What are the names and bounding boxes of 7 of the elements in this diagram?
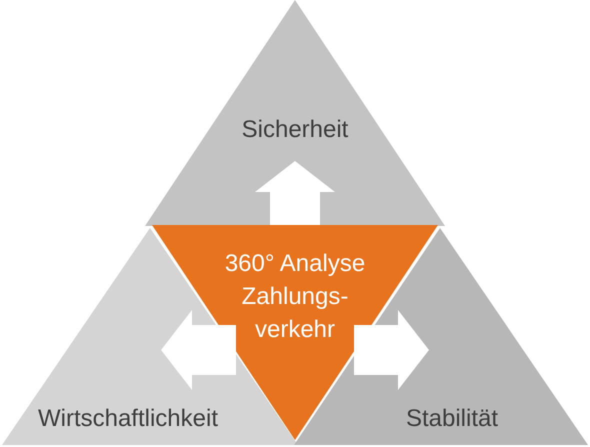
block-arrow [161,310,236,390]
node-label: Wirtschaftlichkeit [36,404,220,434]
node-label: Sicherheit [240,115,350,145]
node-label: 360° Analyse Zahlungs- verkehr [224,249,366,345]
block-arrow [255,161,335,225]
node-label: Stabilität [404,404,500,434]
block-arrow [354,310,429,390]
